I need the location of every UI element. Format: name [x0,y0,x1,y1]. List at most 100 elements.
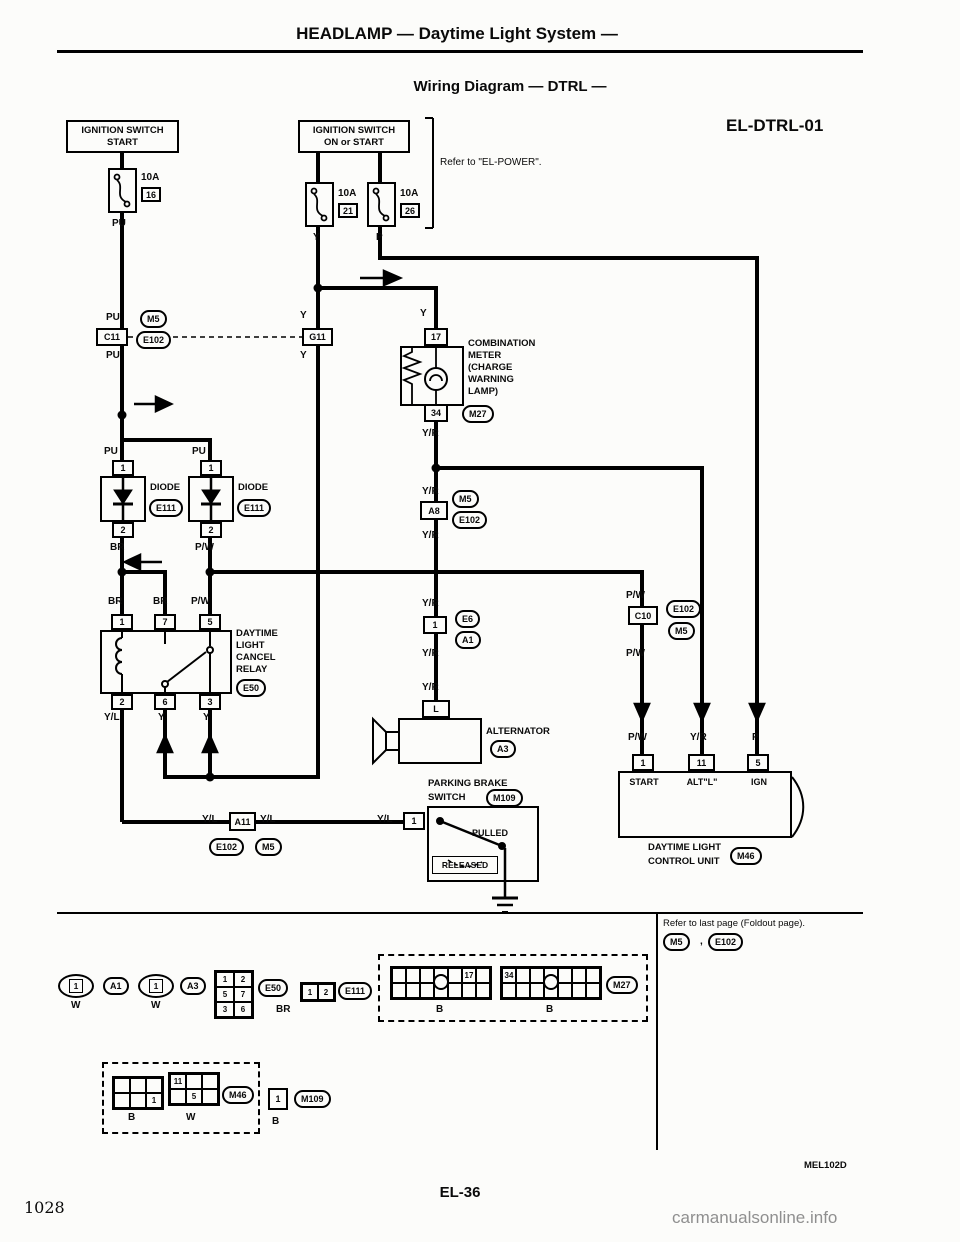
connector-m27-badge: M27 [462,405,494,423]
diode2-label: DIODE [238,482,269,493]
parking-brake-label-2: SWITCH [428,792,466,803]
ignition-switch-on-start-box: IGNITION SWITCH ON or START [298,120,410,153]
cu-pin-label-start: START [629,777,659,787]
legend-divider [656,912,658,1150]
connector-face-m46-b: 11 5 [168,1072,220,1106]
wire-label-yr: Y/R [422,598,439,609]
face-guide-hole [433,974,449,990]
diode1-pin-2: 2 [112,522,134,538]
m46-face-group [102,1062,260,1134]
connector-e6-badge: E6 [455,610,481,628]
combination-meter-box [400,346,464,406]
connector-e102-badge: E102 [136,331,172,349]
face-cell [530,983,544,998]
diode1-pin-1: 1 [112,460,134,476]
connector-a8: A8 [420,501,448,520]
face-cell [392,983,406,998]
ignition-switch-start-box: IGNITION SWITCH START [66,120,179,153]
wire-label-br: BR [153,596,168,607]
face-cell: 5 [216,987,234,1002]
wire-label-y: Y [158,712,165,723]
connector-g11: G11 [302,328,333,346]
foldout-brace-icon [791,776,805,838]
section-divider [57,912,863,914]
alternator-label: ALTERNATOR [486,726,550,737]
wire-label-p: P [376,232,383,243]
control-unit-label-1: DAYTIME LIGHT [648,842,722,853]
wire-label-yr: Y/R [422,682,439,693]
face-cell [392,968,406,983]
connector-m5-badge: M5 [668,622,695,640]
wire-label-yl: Y/L [377,814,393,825]
connector-color-b: B [128,1112,136,1123]
wire-label-y: Y [300,310,307,321]
harness-wires [120,152,759,824]
wire-label-y: Y [313,232,320,243]
connector-m109-badge: M109 [294,1090,331,1108]
face-cell [420,983,434,998]
fuse-21-box [305,182,334,227]
connector-e102-badge: E102 [209,838,245,856]
face-cell [202,1089,218,1104]
ignition-start-line1: IGNITION SWITCH [81,124,164,136]
relay-pin-6: 6 [154,694,176,710]
connector-face-m27-b: 34 [500,966,602,1000]
face-cell [558,983,572,998]
face-cell: 3 [216,1002,234,1017]
connector-e111-badge: E111 [237,499,272,517]
meter-pin-34: 34 [424,404,448,422]
watermark: carmanualsonline.info [672,1208,838,1227]
connector-e50-badge: E50 [258,979,289,997]
face-cell [130,1093,146,1108]
control-unit-pin-5: 5 [747,754,769,771]
relay-pin-1: 1 [111,614,133,630]
fuse-26-box [367,182,396,227]
face-cell [406,968,420,983]
connector-m5-badge: M5 [140,310,167,328]
connector-m5-badge: M5 [663,933,690,951]
meter-label-1: COMBINATION [468,338,536,349]
wire-label-p: P [752,732,759,743]
face-cell [202,1074,218,1089]
face-cell [586,983,600,998]
face-guide-hole [543,974,559,990]
face-cell [502,983,516,998]
relay-pin-7: 7 [154,614,176,630]
wire-label-pw: P/W [626,590,645,601]
meter-label-4: WARNING [468,374,514,385]
connector-color-br: BR [276,1004,291,1015]
control-unit-pin-1: 1 [632,754,654,771]
face-cell [130,1078,146,1093]
face-cell [420,968,434,983]
connector-m46-badge: M46 [730,847,762,865]
ignition-on-line1: IGNITION SWITCH [312,124,396,136]
fuse-21-rating: 10A [338,188,357,199]
brake-released-label: RELEASED [441,860,489,870]
book-page-number: 1028 [24,1198,65,1217]
face-cell [530,968,544,983]
face-cell: 34 [502,968,516,983]
diode2-pin-1: 1 [200,460,222,476]
alternator-horn-icon [372,716,398,766]
meter-pin-17: 17 [424,328,448,346]
relay-label-2: LIGHT [236,640,265,651]
face-cell: 1 [302,984,318,1000]
connector-face-e111: 1 2 [300,982,336,1002]
cu-pin-label-ign: IGN [750,777,767,787]
diode1-box [100,476,146,522]
page-title: HEADLAMP — Daytime Light System — [296,24,618,43]
parking-brake-switch-box [427,806,539,882]
face-cell: 1 [146,1093,162,1108]
connector-face-m109: 1 [268,1088,288,1110]
wire-label-br: BR [108,596,123,607]
meter-lamp-resistor-icons [401,346,448,404]
wire-label-yr: Y/R [690,732,707,743]
wire-label-yl: Y/L [260,814,276,825]
fuse-16-rating: 10A [141,172,160,183]
m27-face-group [378,954,648,1022]
face-cell: 11 [170,1074,186,1089]
face-cell [572,968,586,983]
connector-color-b: B [546,1004,554,1015]
wire-label-yr: Y/R [422,648,439,659]
diode1-label: DIODE [150,482,181,493]
